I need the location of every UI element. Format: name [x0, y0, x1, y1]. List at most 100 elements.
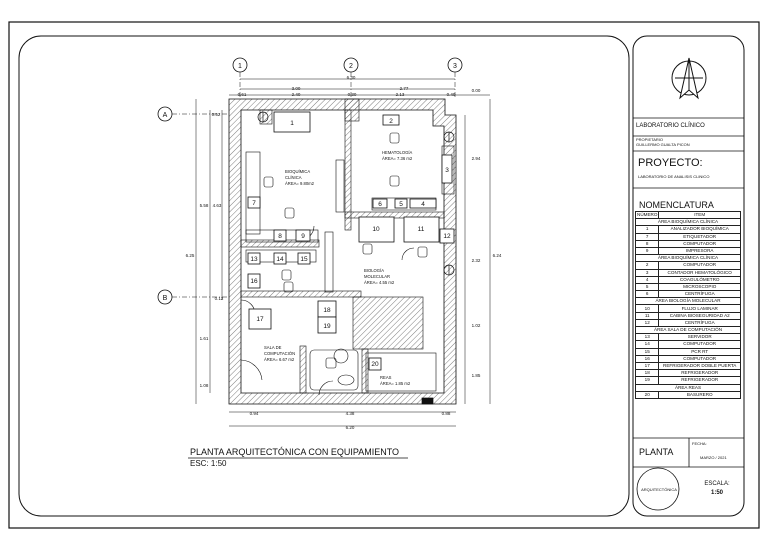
project-label: PROYECTO:	[638, 157, 703, 169]
equipment-5: 5	[399, 201, 403, 208]
equipment-17: 17	[256, 316, 264, 323]
dim-top-8: 0.40	[447, 92, 456, 97]
dim-bottom-1: 4.38	[346, 411, 355, 416]
room-bioquimica-name2: CLÍNICA	[285, 175, 302, 180]
wall-biomol-top	[344, 211, 445, 219]
col-number-header: NÚMERO	[634, 210, 660, 220]
dim-top-7: 2.13	[396, 92, 405, 97]
equipment-1: 1	[290, 120, 294, 127]
title-block-frame	[632, 35, 745, 517]
chairs	[263, 132, 428, 369]
dim-left-4: 0.12	[215, 296, 224, 301]
axis-a: A	[163, 112, 168, 119]
dim-left-3: 6.25	[186, 253, 195, 258]
axis-b: B	[163, 295, 168, 302]
date-value: MARZO / 2021	[700, 455, 727, 460]
room-reas-name: REAS	[380, 375, 392, 380]
dimension-lines	[195, 78, 491, 427]
axis-lines	[172, 72, 456, 298]
equipment-15: 15	[300, 256, 308, 263]
wall-column-b	[344, 98, 360, 122]
dim-left-2: 4.63	[213, 203, 222, 208]
equipment-2: 2	[389, 118, 393, 125]
table-section-row: ÁREA BIOQUÍMICA CLÍNICA	[635, 254, 741, 263]
equipment-18: 18	[323, 307, 331, 314]
room-labels: BIOQUÍMICA CLÍNICA ÁREA= 9.80m2 HEMATOLO…	[264, 150, 413, 386]
dimension-texts: 3.00 6.30 2.77 0.00 0.61 2.40 0.30 2.13 …	[186, 75, 502, 430]
room-bioquimica-name: BIOQUÍMICA	[285, 169, 310, 174]
room-hematologia-area: ÁREA= 7.36 m2	[382, 156, 413, 161]
axis-3: 3	[453, 63, 457, 70]
dim-right-0: 2.94	[472, 156, 481, 161]
dim-right-4: 1.85	[472, 373, 481, 378]
wall-core	[352, 296, 424, 350]
room-biologia-name2: MOLECULAR	[364, 274, 390, 279]
equipment-19: 19	[323, 323, 331, 330]
room-computacion-area: ÁREA= 6.67 m2	[264, 357, 295, 362]
owner-name: GUILLERMO GUALTA PICON	[636, 142, 690, 147]
dim-right-3: 1.02	[472, 323, 481, 328]
table-section-row: ÁREA BIOLOGÍA MOLECULAR	[635, 297, 741, 306]
axis-bubbles	[157, 57, 463, 305]
table-section-row: ÁREA REAS	[635, 383, 741, 392]
sheet-name: PLANTA	[639, 447, 674, 457]
counters	[245, 145, 455, 392]
fixture-icons	[257, 111, 455, 405]
floor-plan: 1 2 3 4 5 6 7 8 9 10 11 12 13 14 15 16 1…	[157, 57, 502, 430]
wall-reas	[361, 348, 369, 394]
dim-top-3: 0.00	[472, 88, 481, 93]
equipment-7: 7	[252, 200, 256, 207]
dim-top-2: 2.77	[400, 86, 409, 91]
equipment-13: 13	[250, 256, 258, 263]
outer-border	[8, 21, 760, 529]
dim-left-6: 1.08	[200, 383, 209, 388]
date-label: FECHA:	[692, 441, 707, 446]
axis-2: 2	[349, 63, 353, 70]
equipment-4: 4	[421, 201, 425, 208]
dim-top-5: 2.40	[292, 92, 301, 97]
north-arrow-icon	[671, 57, 707, 100]
equipment-14: 14	[276, 256, 284, 263]
axis-1: 1	[238, 63, 242, 70]
drawing-title: PLANTA ARQUITECTÓNICA CON EQUIPAMIENTO	[190, 447, 399, 457]
equipment-16: 16	[250, 278, 258, 285]
col-item-header: ITEM	[658, 210, 741, 220]
scale-value: 1:50	[710, 490, 723, 496]
project-name: LABORATORIO DE ANALISIS CLINICO	[638, 174, 710, 179]
equipment-9: 9	[301, 233, 305, 240]
wall-computacion	[299, 345, 307, 394]
discipline-circle	[636, 467, 680, 511]
nomenclature-title: NOMENCLATURA	[639, 200, 714, 210]
dim-top-0: 3.00	[292, 86, 301, 91]
table-header-row: NÚMERO ITEM	[634, 210, 741, 220]
equipment-boxes	[247, 111, 455, 371]
discipline-label: ARQUITECTÓNICA	[641, 487, 677, 492]
wall-mid-horizontal	[240, 290, 362, 298]
dim-bottom-3: 6.20	[346, 425, 355, 430]
drawing-scale: ESC: 1:50	[190, 459, 227, 468]
dim-left-5: 1.61	[200, 336, 209, 341]
room-biologia-name: BIOLOGÍA	[364, 268, 384, 273]
room-hematologia-name: HEMATOLOGÍA	[382, 150, 413, 155]
room-bioquimica-area: ÁREA= 9.80m2	[285, 181, 315, 186]
equipment-6: 6	[378, 201, 382, 208]
room-computacion-name: SALA DE	[264, 345, 282, 350]
